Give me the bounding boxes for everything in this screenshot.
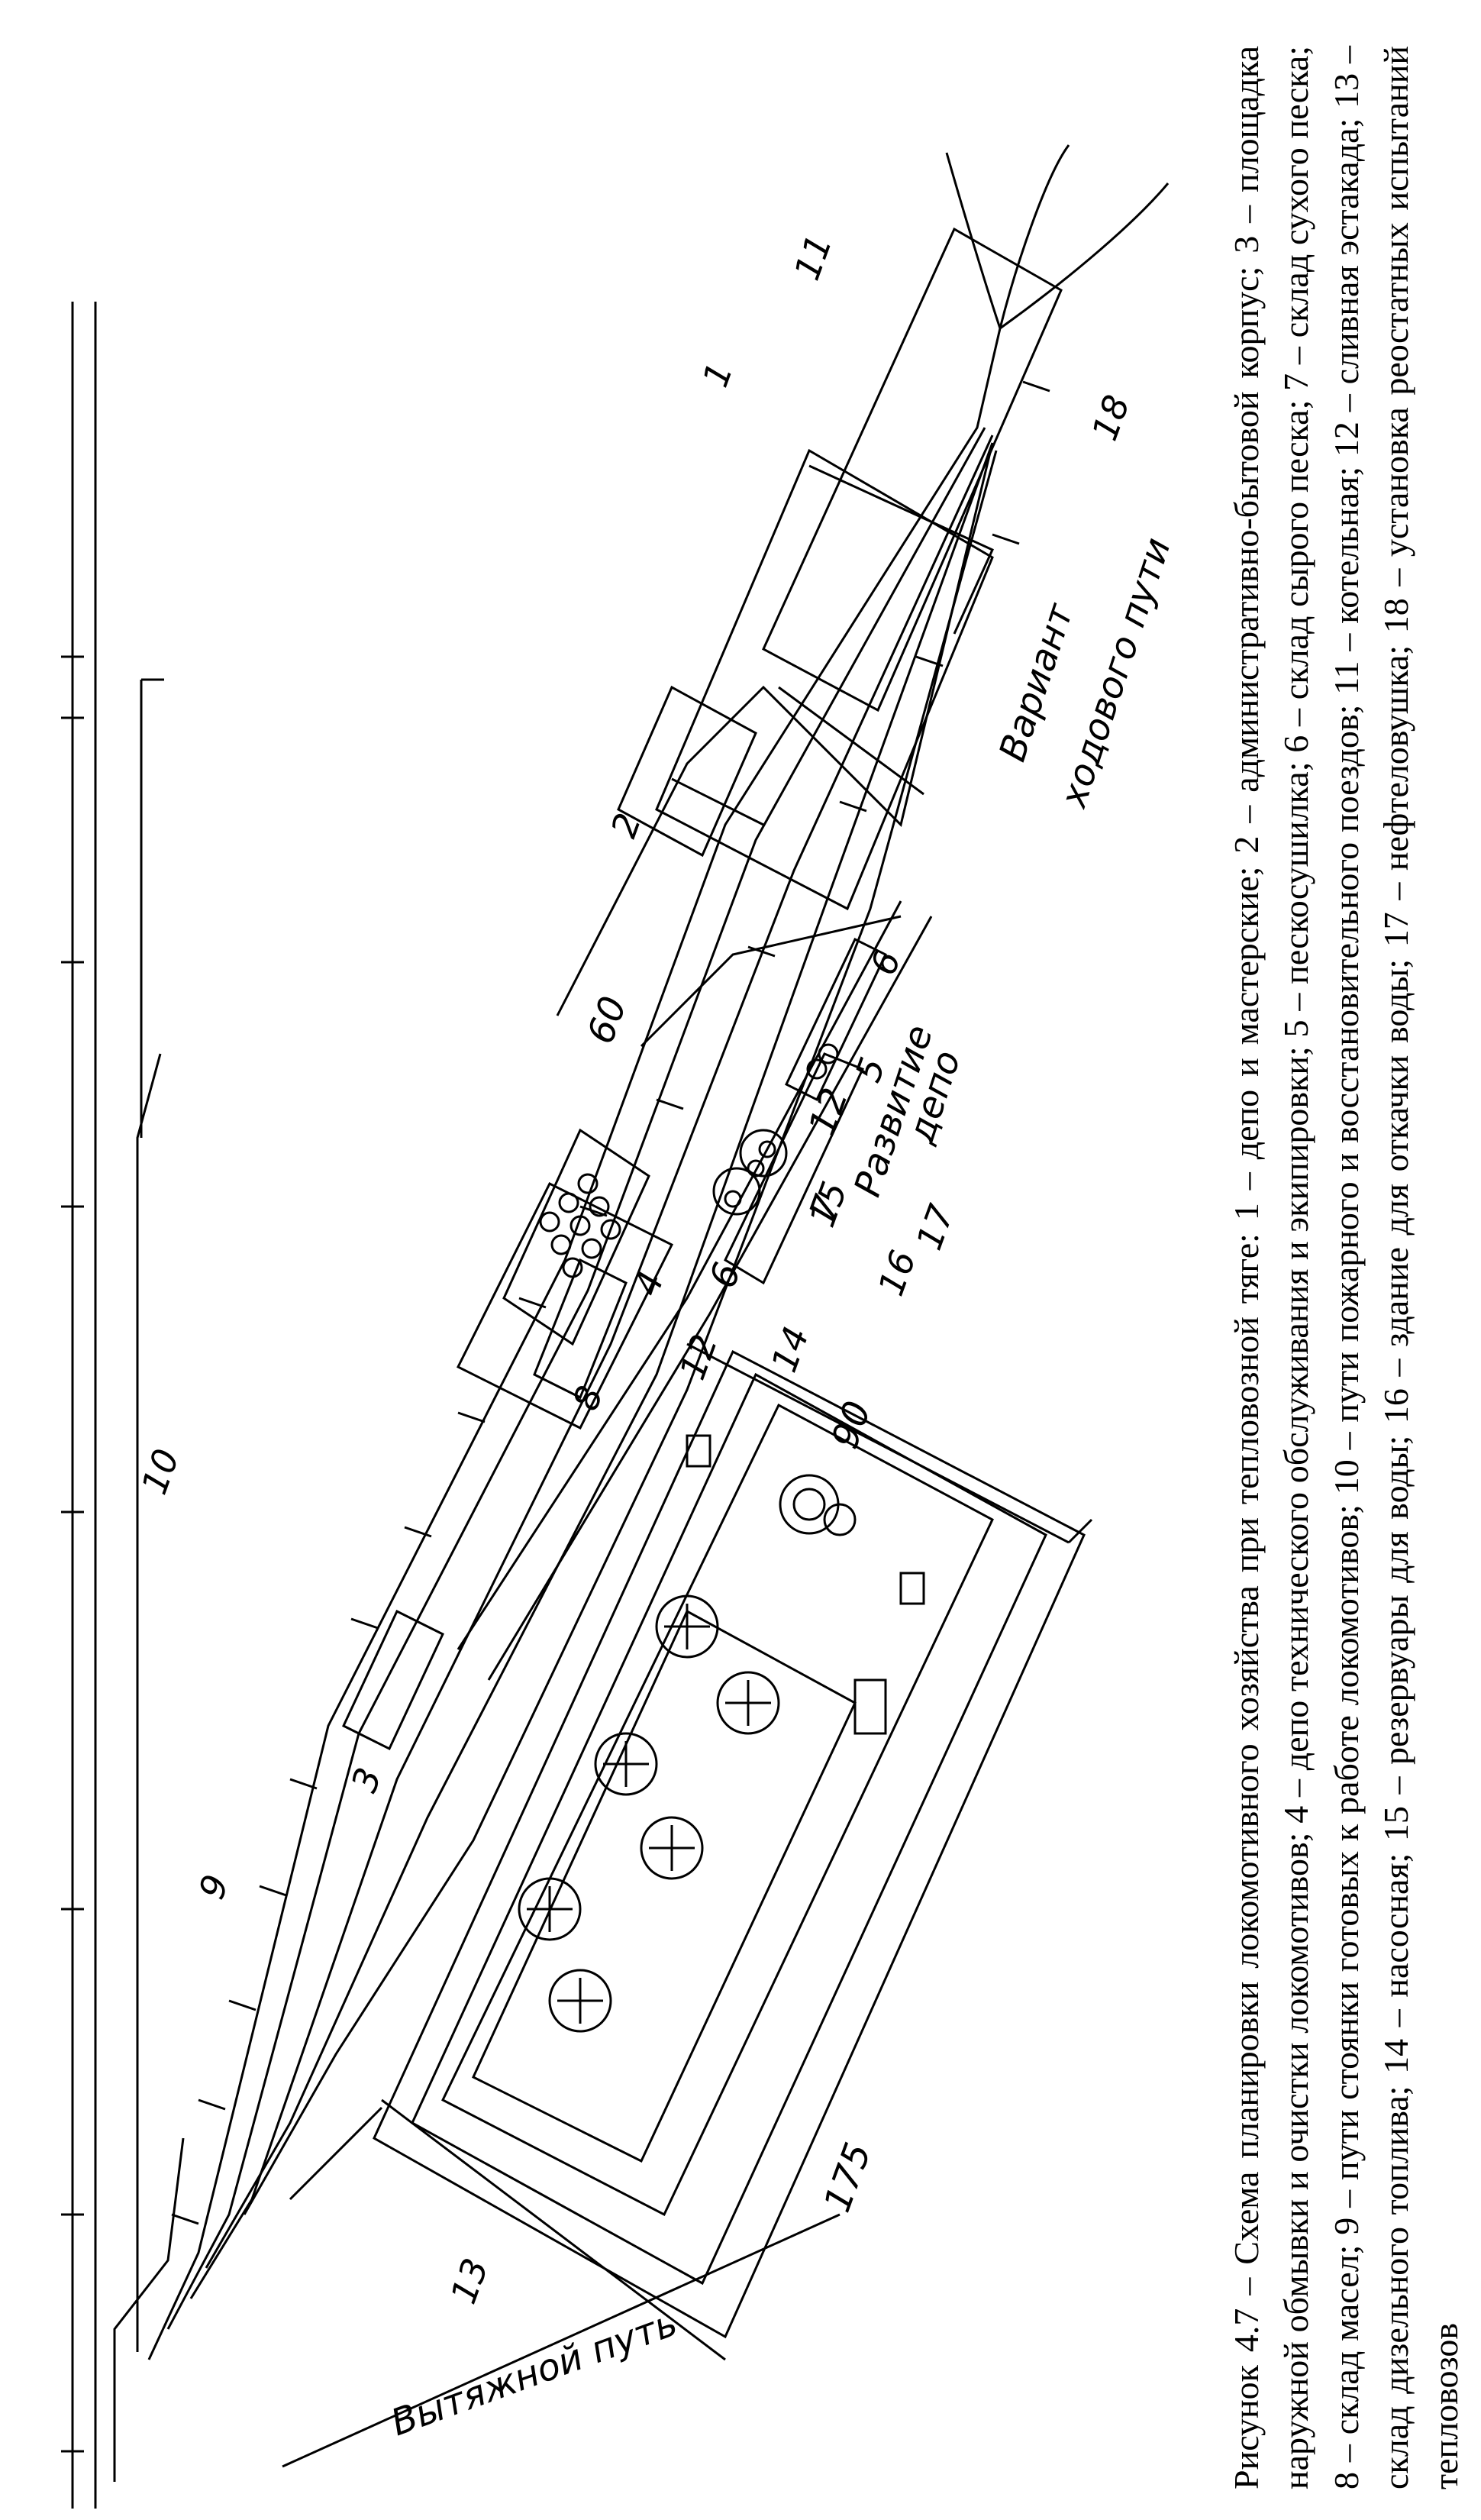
- callout-8: 8: [565, 1381, 611, 1416]
- callout-9: 9: [191, 1869, 237, 1905]
- callout-5: 5: [847, 1052, 894, 1087]
- callout-13: 13: [443, 2253, 497, 2308]
- fuel-store-13: [373, 1349, 1086, 2339]
- callout-12: 12: [672, 1329, 726, 1384]
- callout-18: 18: [1084, 389, 1138, 445]
- callout-6: 6: [863, 945, 909, 981]
- dimension-lines: [289, 1342, 1093, 2361]
- sand-facilities: [712, 937, 887, 1285]
- vytyazhnoy-put-track: [282, 2213, 841, 2468]
- callout-3: 3: [344, 1762, 390, 1798]
- label-vytyazhnoy-put: Вытяжной путь: [386, 2302, 683, 2444]
- callout-16: 16: [870, 1245, 924, 1300]
- wash-area-3: [342, 1609, 444, 1751]
- figure-caption-container: Рисунок 4.7 – Схема планировки локомотив…: [1221, 46, 1466, 2489]
- admin-building-2: [617, 685, 764, 858]
- dimension-12: 12: [801, 1083, 857, 1142]
- diagram-labels: Вытяжной путь Развитие депо Вариант ходо…: [134, 229, 1179, 2444]
- callout-14: 14: [763, 1321, 818, 1377]
- callout-1: 1: [695, 357, 741, 393]
- label-variant: Вариант: [991, 597, 1083, 767]
- dimension-6: 6: [702, 1257, 750, 1294]
- depot-1: [655, 227, 1063, 911]
- callout-10: 10: [134, 1443, 188, 1499]
- main-line-tracks: [61, 302, 185, 2509]
- callout-11: 11: [786, 229, 841, 285]
- figure-caption: Рисунок 4.7 – Схема планировки локомотив…: [1227, 46, 1466, 2489]
- label-khodovogo-puti: ходового пути: [1052, 533, 1179, 814]
- oil-store-8: [533, 1258, 628, 1400]
- dimension-175: 175: [816, 2137, 880, 2218]
- dimension-60: 60: [579, 991, 636, 1050]
- callout-17: 17: [908, 1199, 963, 1255]
- track-bundle: [147, 144, 1170, 2360]
- callout-4: 4: [626, 1266, 673, 1301]
